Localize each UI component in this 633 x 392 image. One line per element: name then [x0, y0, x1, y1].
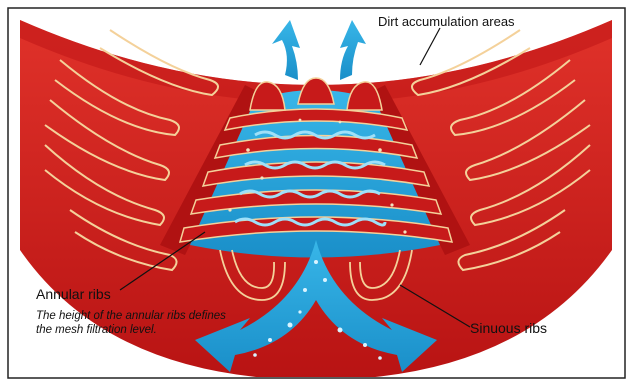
- annular-ribs-note: The height of the annular ribs defines t…: [36, 309, 236, 337]
- sinuous-ribs-label: Sinuous ribs: [470, 320, 547, 336]
- dirt-accumulation-label: Dirt accumulation areas: [378, 14, 515, 29]
- annular-ribs-label: Annular ribs: [36, 286, 111, 302]
